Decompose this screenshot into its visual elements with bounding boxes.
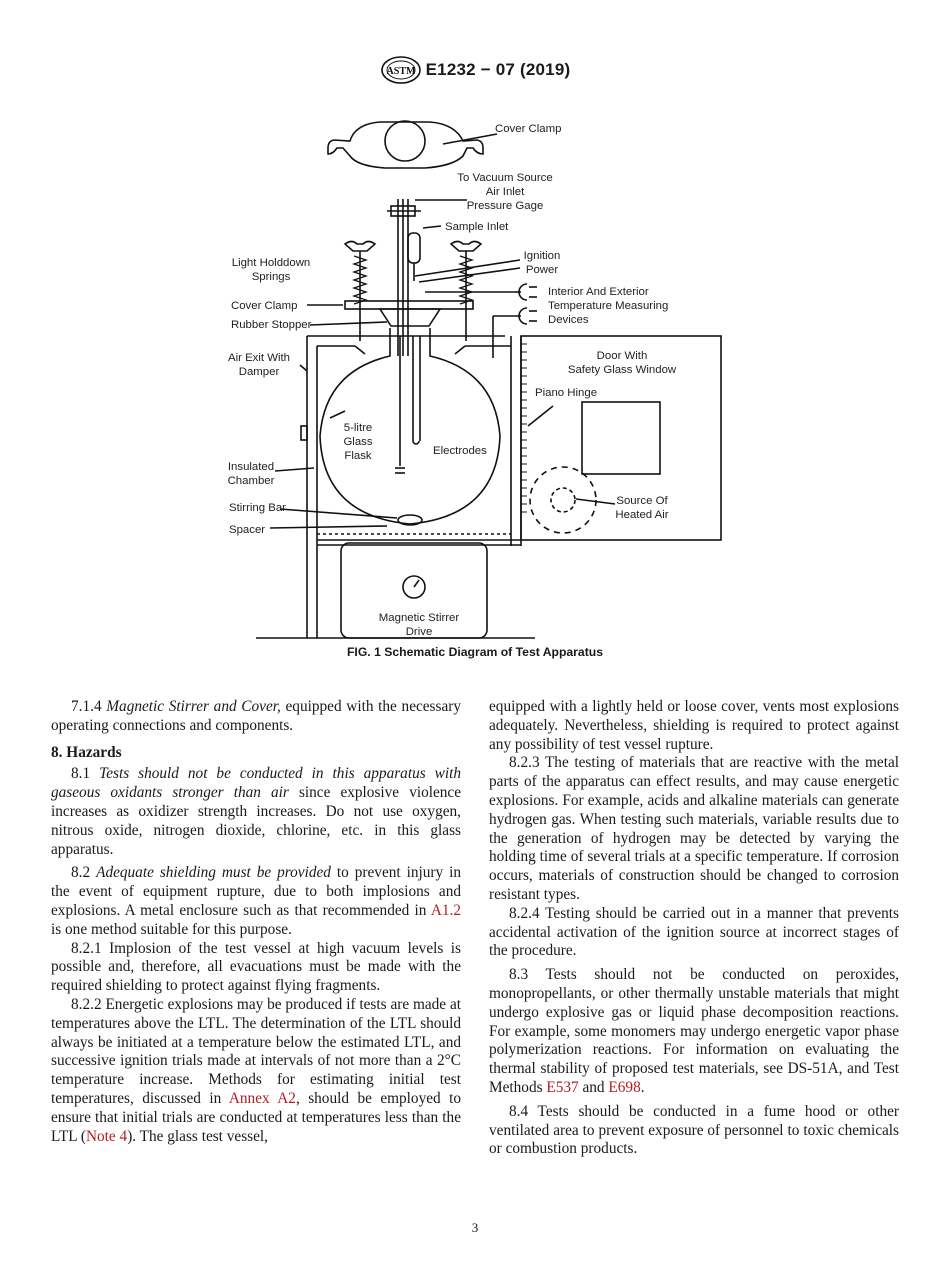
label-air-exit: Air Exit With [228, 352, 290, 364]
link-annex-a2[interactable]: Annex A2 [228, 1089, 296, 1107]
label-power: Power [526, 264, 558, 276]
label-devices: Devices [548, 314, 589, 326]
label-safety-glass-window: Safety Glass Window [568, 364, 677, 376]
paragraph-8-2-4: 8.2.4 Testing should be carried out in a… [489, 904, 899, 960]
astm-logo-icon: ASTM [380, 56, 421, 84]
label-electrodes: Electrodes [433, 445, 487, 457]
paragraph-8-2-2: 8.2.2 Energetic explosions may be produc… [51, 995, 461, 1145]
label-light-holddown: Light Holddown [232, 257, 311, 269]
label-magnetic-stirrer: Magnetic Stirrer [379, 612, 460, 624]
cover-clamp-hole [384, 120, 426, 162]
label-cover-clamp-top: Cover Clamp [495, 123, 561, 135]
label-vacuum-source: To Vacuum Source [457, 172, 552, 184]
label-5-litre: 5-litre [344, 422, 372, 434]
label-spacer: Spacer [229, 524, 265, 536]
label-cover-clamp: Cover Clamp [231, 300, 297, 312]
figure-caption: FIG. 1 Schematic Diagram of Test Apparat… [346, 645, 603, 659]
link-e698[interactable]: E698 [608, 1078, 641, 1096]
paragraph-8-2-2-continued: equipped with a lightly held or loose co… [489, 698, 899, 753]
paragraph-8-2: 8.2 Adequate shielding must be provided … [51, 864, 461, 938]
apparatus-diagram: Cover Clamp To Vacuum Source Air Inlet P… [215, 96, 735, 644]
label-chamber: Chamber [228, 475, 275, 487]
label-heated-air: Heated Air [615, 509, 668, 521]
label-insulated: Insulated [228, 461, 274, 473]
left-column: 7.1.4 Magnetic Stirrer and Cover, equipp… [51, 698, 461, 1146]
label-damper: Damper [239, 366, 280, 378]
label-ignition: Ignition [524, 250, 561, 262]
svg-text:ASTM: ASTM [386, 66, 415, 77]
cover-clamp-shape [327, 121, 484, 169]
right-column: equipped with a lightly held or loose co… [489, 698, 899, 1159]
apparatus-drawing: Cover Clamp To Vacuum Source Air Inlet P… [228, 120, 722, 639]
link-a1-2[interactable]: A1.2 [430, 901, 461, 919]
paragraph-8-1: 8.1 Tests should not be conducted in thi… [51, 765, 462, 858]
label-air-inlet: Air Inlet [486, 186, 525, 198]
diagram-labels: Cover Clamp To Vacuum Source Air Inlet P… [228, 123, 677, 638]
label-pressure-gage: Pressure Gage [467, 200, 544, 212]
paragraph-8-3: 8.3 Tests should not be conducted on per… [489, 966, 899, 1096]
paragraph-8-2-3: 8.2.3 The testing of materials that are … [489, 754, 899, 903]
paragraph-7-1-4: 7.1.4 Magnetic Stirrer and Cover, equipp… [51, 698, 461, 734]
label-flask: Flask [344, 450, 372, 462]
label-piano-hinge: Piano Hinge [535, 387, 597, 399]
label-stirring-bar: Stirring Bar [229, 502, 286, 514]
link-e537[interactable]: E537 [546, 1078, 579, 1096]
page-header: ASTM E1232 − 07 (2019) [0, 55, 950, 85]
page-number: 3 [471, 1220, 479, 1235]
label-source-of: Source Of [616, 495, 668, 507]
standard-id: E1232 − 07 (2019) [425, 60, 571, 79]
label-rubber-stopper: Rubber Stopper [231, 319, 312, 331]
label-interior-exterior: Interior And Exterior [548, 286, 649, 298]
label-glass: Glass [343, 436, 372, 448]
section-heading-hazards: 8. Hazards [51, 743, 122, 761]
label-door-with: Door With [597, 350, 648, 362]
label-sample-inlet: Sample Inlet [445, 221, 509, 233]
label-springs: Springs [252, 271, 291, 283]
paragraph-8-4: 8.4 Tests should be conducted in a fume … [489, 1102, 899, 1158]
link-note-4[interactable]: Note 4 [85, 1127, 128, 1145]
label-temperature-measuring: Temperature Measuring [548, 300, 668, 312]
paragraph-8-2-1: 8.2.1 Implosion of the test vessel at hi… [51, 939, 461, 995]
label-drive: Drive [406, 626, 433, 638]
